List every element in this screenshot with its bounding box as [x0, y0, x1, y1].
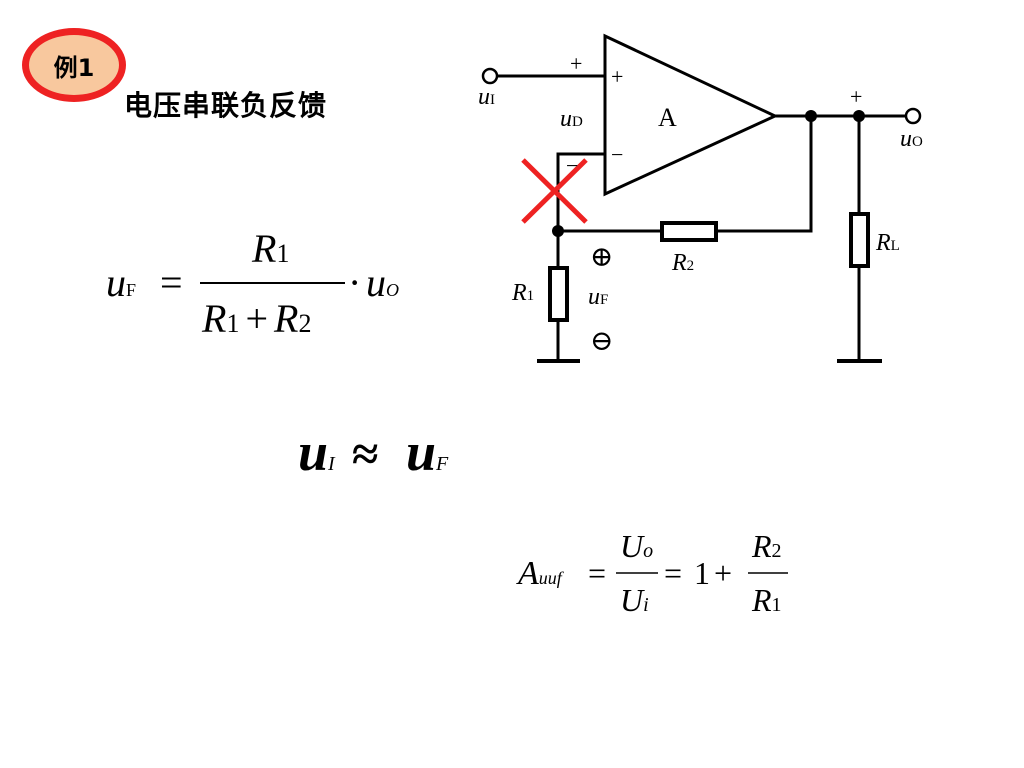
label-ud: uD — [560, 106, 583, 132]
node-rl — [853, 110, 865, 122]
svg-text:Ui: Ui — [620, 582, 649, 618]
svg-text:R1: R1 — [751, 582, 782, 618]
svg-text:R2: R2 — [751, 528, 782, 564]
uf-plus-icon: ⊕ — [590, 242, 613, 273]
amp-label: A — [658, 103, 677, 132]
resistor-r1 — [548, 266, 569, 322]
node-output — [805, 110, 817, 122]
svg-text:=: = — [588, 555, 606, 591]
amp-plus-input: + — [611, 64, 623, 89]
label-r2: R2 — [671, 250, 694, 276]
label-uf: uF — [588, 284, 608, 310]
svg-text:+: + — [714, 555, 732, 591]
svg-text:uO: uO — [366, 260, 399, 305]
svg-text:=: = — [160, 260, 183, 305]
svg-text:Uo: Uo — [620, 528, 653, 564]
break-cross — [521, 158, 588, 224]
svg-text:uF: uF — [406, 422, 449, 482]
ud-minus-sign: − — [566, 153, 578, 178]
node-feedback — [552, 225, 564, 237]
uf-minus-icon: ⊖ — [590, 326, 613, 357]
terminal-output — [904, 107, 922, 125]
svg-text:≈: ≈ — [352, 428, 378, 481]
formula-feedback-voltage: uF = R1 R1+R2 · uO — [106, 226, 399, 341]
example-badge: 例1 — [22, 28, 126, 102]
label-r1: R1 — [511, 280, 534, 306]
svg-text:Auuf: Auuf — [516, 555, 565, 592]
svg-text:R1: R1 — [251, 226, 289, 271]
svg-text:uF: uF — [106, 260, 136, 305]
resistor-rl — [849, 212, 870, 268]
uo-plus-sign: + — [850, 84, 862, 109]
wire-feedback-right — [716, 116, 813, 233]
svg-text:uI: uI — [298, 422, 336, 482]
svg-text:·: · — [348, 260, 361, 305]
formula-virtual-short: uI ≈ uF — [298, 422, 449, 482]
ud-plus-sign: + — [570, 51, 582, 76]
amp-minus-input: − — [611, 142, 623, 167]
op-amp-triangle — [603, 33, 779, 197]
label-uo: uO — [900, 126, 923, 152]
label-ui: uI — [478, 84, 495, 110]
wire-inverting — [556, 152, 605, 231]
resistor-r2 — [660, 221, 718, 242]
subtitle: 电压串联负反馈 — [124, 89, 328, 122]
label-rl: RL — [875, 230, 900, 256]
svg-text:R1+R2: R1+R2 — [201, 296, 311, 341]
svg-text:=: = — [664, 555, 682, 591]
terminal-input — [481, 67, 499, 85]
svg-text:1: 1 — [694, 555, 710, 591]
formula-gain: Auuf = Uo Ui = 1 + R2 R1 — [516, 528, 788, 618]
